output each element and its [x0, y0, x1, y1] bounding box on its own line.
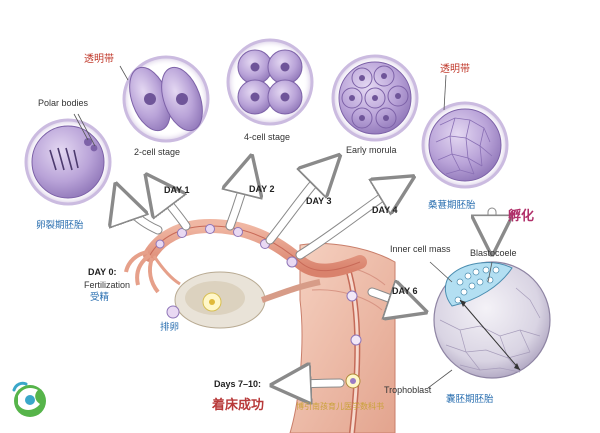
stage-arrows	[118, 160, 492, 385]
label-two-cell: 2-cell stage	[134, 147, 180, 157]
label-day2: DAY 2	[249, 184, 275, 194]
label-day6: DAY 6	[392, 286, 418, 296]
label-trophoblast: Trophoblast	[384, 385, 432, 395]
label-blastocoele: Blastocoele	[470, 248, 517, 258]
watermark-text: 博引南孩育儿医学数科书	[296, 401, 384, 411]
label-four-cell: 4-cell stage	[244, 132, 290, 142]
logo-icon	[12, 381, 46, 417]
label-ovulation-cn: 排卵	[160, 321, 179, 333]
zygote-cell	[24, 118, 112, 206]
four-cell-embryo	[226, 38, 314, 126]
label-hatching: 孵化	[508, 208, 534, 223]
label-cleavage-embryo: 卵裂期胚胎	[36, 219, 84, 231]
label-fertilization-cn: 受精	[90, 291, 110, 303]
two-cell-embryo	[122, 55, 210, 143]
early-morula	[331, 54, 419, 142]
label-inner-cell-mass: Inner cell mass	[390, 244, 451, 254]
label-zona-pellucida-1: 透明带	[84, 53, 114, 65]
label-zona-pellucida-2: 透明带	[440, 63, 470, 75]
label-day0: DAY 0:	[88, 267, 117, 277]
pointer-lines	[73, 65, 493, 389]
morula-embryo	[421, 101, 509, 189]
label-day3: DAY 3	[306, 196, 332, 206]
label-polar-bodies: Polar bodies	[38, 98, 89, 108]
label-blastocyst-embryo: 囊胚期胚胎	[446, 393, 494, 405]
label-day1: DAY 1	[164, 185, 190, 195]
label-implantation-cn: 着床成功	[211, 397, 264, 412]
label-day4: DAY 4	[372, 205, 398, 215]
label-fertilization: Fertilization	[84, 280, 130, 290]
label-morula-embryo: 桑葚期胚胎	[428, 199, 476, 211]
fallopian-tube	[124, 218, 367, 389]
label-day7-10: Days 7–10:	[214, 379, 261, 389]
label-early-morula: Early morula	[346, 145, 397, 155]
blastocyst-embryo	[433, 261, 551, 379]
